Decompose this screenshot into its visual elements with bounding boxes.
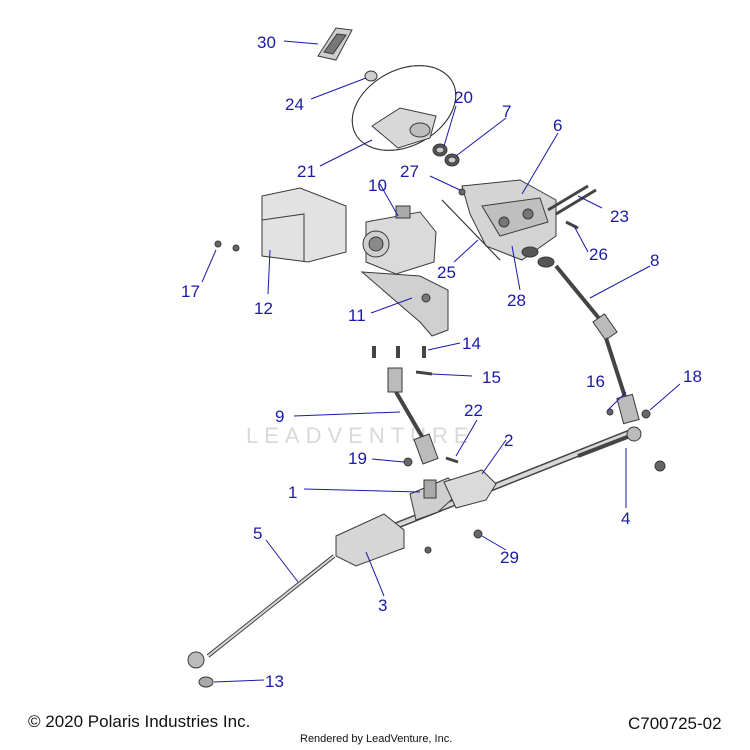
diagram-code: C700725-02 xyxy=(628,714,722,733)
nut-24-part xyxy=(364,70,378,82)
callout-1: 1 xyxy=(288,483,297,502)
nut-29-part xyxy=(424,529,483,554)
nut-19-part xyxy=(403,457,413,467)
callout-24: 24 xyxy=(285,95,304,114)
callout-6: 6 xyxy=(553,116,562,135)
cover-part xyxy=(261,187,347,263)
lower-shaft-part xyxy=(387,367,439,465)
callout-28: 28 xyxy=(507,291,526,310)
callout-4: 4 xyxy=(621,509,630,528)
callout-15: 15 xyxy=(482,368,501,387)
rendered-by-text: Rendered by LeadVenture, Inc. xyxy=(300,733,453,745)
leader-lines xyxy=(201,40,681,683)
bolt-22-part xyxy=(445,456,459,464)
callout-14: 14 xyxy=(462,334,481,353)
screw-27-part xyxy=(458,188,466,196)
steering-rack-part xyxy=(335,428,634,567)
steering-wheel-part xyxy=(351,65,457,151)
screws-17-part xyxy=(214,240,240,252)
gas-strut-part xyxy=(441,199,501,261)
callout-9: 9 xyxy=(275,407,284,426)
callouts: 1 2 3 4 5 6 7 8 9 10 11 12 13 14 15 16 1… xyxy=(181,33,702,691)
callout-13: 13 xyxy=(265,672,284,691)
callout-10: 10 xyxy=(368,176,387,195)
callout-25: 25 xyxy=(437,263,456,282)
callout-18: 18 xyxy=(683,367,702,386)
bushing-28-part xyxy=(521,246,555,268)
callout-16: 16 xyxy=(586,372,605,391)
callout-27: 27 xyxy=(400,162,419,181)
upper-shaft-part xyxy=(554,264,640,425)
callout-7: 7 xyxy=(502,102,511,121)
callout-12: 12 xyxy=(254,299,273,318)
column-bracket-part xyxy=(461,179,557,261)
nut-18-part xyxy=(641,409,651,419)
callout-21: 21 xyxy=(297,162,316,181)
callout-19: 19 xyxy=(348,449,367,468)
bolt-16-part xyxy=(606,408,614,416)
screw-26-part xyxy=(565,220,579,230)
callout-17: 17 xyxy=(181,282,200,301)
callout-26: 26 xyxy=(589,245,608,264)
tie-rod-left-part xyxy=(187,554,336,669)
callout-29: 29 xyxy=(500,548,519,567)
callout-30: 30 xyxy=(257,33,276,52)
callout-11: 11 xyxy=(348,306,366,325)
callout-22: 22 xyxy=(464,401,483,420)
eps-unit-part xyxy=(362,205,437,275)
nut-13-part xyxy=(198,676,214,688)
callout-2: 2 xyxy=(504,431,513,450)
bolts-23-part xyxy=(547,184,597,216)
copyright-text: © 2020 Polaris Industries Inc. xyxy=(28,712,251,731)
horn-emblem-part xyxy=(317,27,353,61)
tie-rod-right-part xyxy=(577,426,666,472)
callout-5: 5 xyxy=(253,524,262,543)
callout-8: 8 xyxy=(650,251,659,270)
bolts-14-part xyxy=(372,346,426,358)
callout-23: 23 xyxy=(610,207,629,226)
bushing-7-part xyxy=(444,153,460,167)
mount-bracket-part xyxy=(360,271,449,337)
callout-3: 3 xyxy=(378,596,387,615)
bushing-20-part xyxy=(432,143,448,157)
callout-20: 20 xyxy=(454,88,473,107)
bolt-15-part xyxy=(415,370,433,376)
